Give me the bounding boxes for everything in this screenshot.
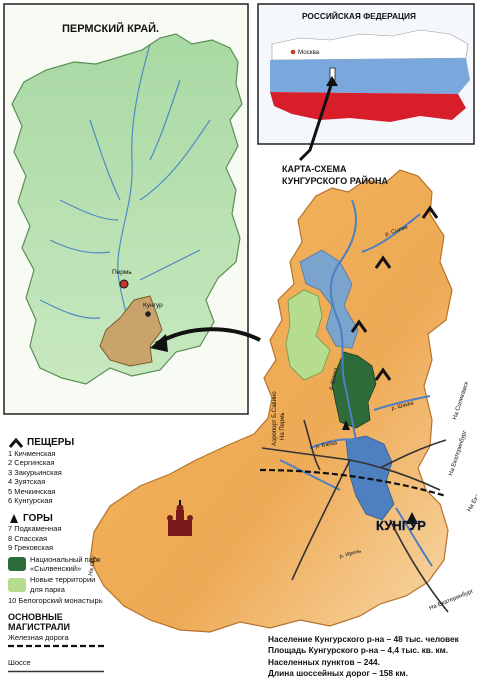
russia-title: РОССИЙСКАЯ ФЕДЕРАЦИЯ xyxy=(302,10,416,21)
monastery-label: 10 Белогорский монастырь xyxy=(8,596,103,606)
to-osu-road-label: На Осу xyxy=(88,556,97,577)
legend-monastery: 10 Белогорский монастырь xyxy=(8,596,108,605)
to-ekaterinburg-label-3: На Екатеринбург xyxy=(429,588,476,612)
district-stats: Население Кунгурского р-на – 48 тыс. чел… xyxy=(268,634,473,680)
railway-line-sample xyxy=(8,644,104,648)
kungur-city-label: КУНГУР xyxy=(376,518,426,533)
legend-national-park: Национальный парк «Сылвенский» xyxy=(8,555,108,574)
stat-settlements: Населенных пунктов – 244. xyxy=(268,656,380,667)
perm-city-marker xyxy=(119,279,129,289)
russia-arrow xyxy=(298,81,334,162)
russia-red-band xyxy=(270,92,466,122)
russia-inset: РОССИЙСКАЯ ФЕДЕРАЦИЯ Москва xyxy=(257,3,475,145)
legend-cave-item: 4 Зуятская xyxy=(8,477,46,487)
new-territories-swatch xyxy=(8,577,26,592)
legend: ПЕЩЕРЫ 1 Кичменская 2 Сергинская 3 Закур… xyxy=(8,436,108,676)
legend-mountains-header: ГОРЫ xyxy=(8,513,108,523)
district-railway xyxy=(259,468,447,498)
kungur-small-label: Кунгур xyxy=(143,302,163,309)
legend-caves-header: ПЕЩЕРЫ xyxy=(8,438,108,448)
to-perm-road-label: На Пермь xyxy=(280,412,286,440)
stat-road-length: Длина шоссейных дорог – 158 км. xyxy=(268,668,408,679)
legend-mountain-item: 9 Грековская xyxy=(8,543,54,553)
cave-markers xyxy=(350,205,439,381)
mountain-icon xyxy=(406,512,418,524)
highway-line-sample xyxy=(8,670,104,673)
river-label: р. Шаква xyxy=(328,366,340,390)
mountain-icon xyxy=(342,420,350,430)
legend-caves-title: ПЕЩЕРЫ xyxy=(27,437,75,449)
river-label: р. Шаква xyxy=(391,400,415,412)
perm-krai-inset: ПЕРМСКИЙ КРАЙ. Пермь Кунгур xyxy=(3,3,249,415)
district-arrow-head xyxy=(150,334,168,352)
district-map-title-line2: КУНГУРСКОГО РАЙОНА xyxy=(282,175,388,186)
cave-icon xyxy=(374,255,392,269)
legend-mountains-title: ГОРЫ xyxy=(23,512,53,524)
stat-population: Население Кунгурского р-на – 48 тыс. чел… xyxy=(268,634,459,644)
legend-highway-label: Шоссе xyxy=(8,657,31,667)
river-label: р. Бабка xyxy=(315,440,338,450)
legend-mountain-item: 7 Подкаменная xyxy=(8,524,62,534)
to-solikamsk-road-label: На Соликамск xyxy=(452,381,470,421)
legend-mountain-item: 8 Спасская xyxy=(8,533,48,543)
moscow-label: Москва xyxy=(298,49,320,56)
stat-area: Площадь Кунгурского р-на – 4,4 тыс. кв. … xyxy=(268,645,449,656)
legend-railway-label: Железная дорога xyxy=(8,632,69,642)
russia-blue-band xyxy=(270,58,470,94)
river-label: р. Ирень xyxy=(339,548,362,560)
national-park-label: Национальный парк «Сылвенский» xyxy=(30,554,101,574)
russia-arrow-head xyxy=(326,76,338,86)
legend-cave-item: 2 Сергинская xyxy=(8,458,55,468)
to-ekaterinburg-label-1: На Екатеринбург xyxy=(448,429,469,476)
cave-icon xyxy=(350,319,368,333)
legend-new-territories: Новые территории для парка xyxy=(8,575,108,594)
cave-icon xyxy=(421,205,439,219)
perm-rivers xyxy=(39,43,211,341)
district-roads xyxy=(261,419,449,613)
legend-cave-item: 1 Кичменская xyxy=(8,449,56,458)
to-ekaterinburg-label-2: На Екатеринбург xyxy=(467,469,477,513)
perm-krai-title: ПЕРМСКИЙ КРАЙ. xyxy=(62,22,159,35)
legend-cave-item: 5 Мечкинская xyxy=(8,486,56,496)
national-park-swatch xyxy=(8,557,26,572)
airport-road-label: Аэропорт Б.Савино xyxy=(272,391,278,446)
cave-icon xyxy=(8,438,24,448)
perm-city-label: Пермь xyxy=(112,269,132,276)
cave-icon xyxy=(374,367,392,381)
new-territories-area xyxy=(285,289,331,381)
district-rivers xyxy=(279,199,433,567)
kungur-city-marker xyxy=(145,311,151,317)
district-map-title-line1: КАРТА-СХЕМА xyxy=(282,164,347,174)
mountain-icon xyxy=(10,514,18,524)
moscow-marker xyxy=(290,49,296,55)
new-territories-label: Новые территории для парка xyxy=(30,575,96,594)
legend-cave-item: 3 Закурьинская xyxy=(8,467,62,477)
legend-cave-item: 6 Кунгурская xyxy=(8,496,53,506)
district-arrow xyxy=(154,327,261,346)
monastery-icon xyxy=(167,500,193,536)
legend-highways-title: ОСНОВНЫЕ МАГИСТРАЛИ xyxy=(8,611,70,632)
